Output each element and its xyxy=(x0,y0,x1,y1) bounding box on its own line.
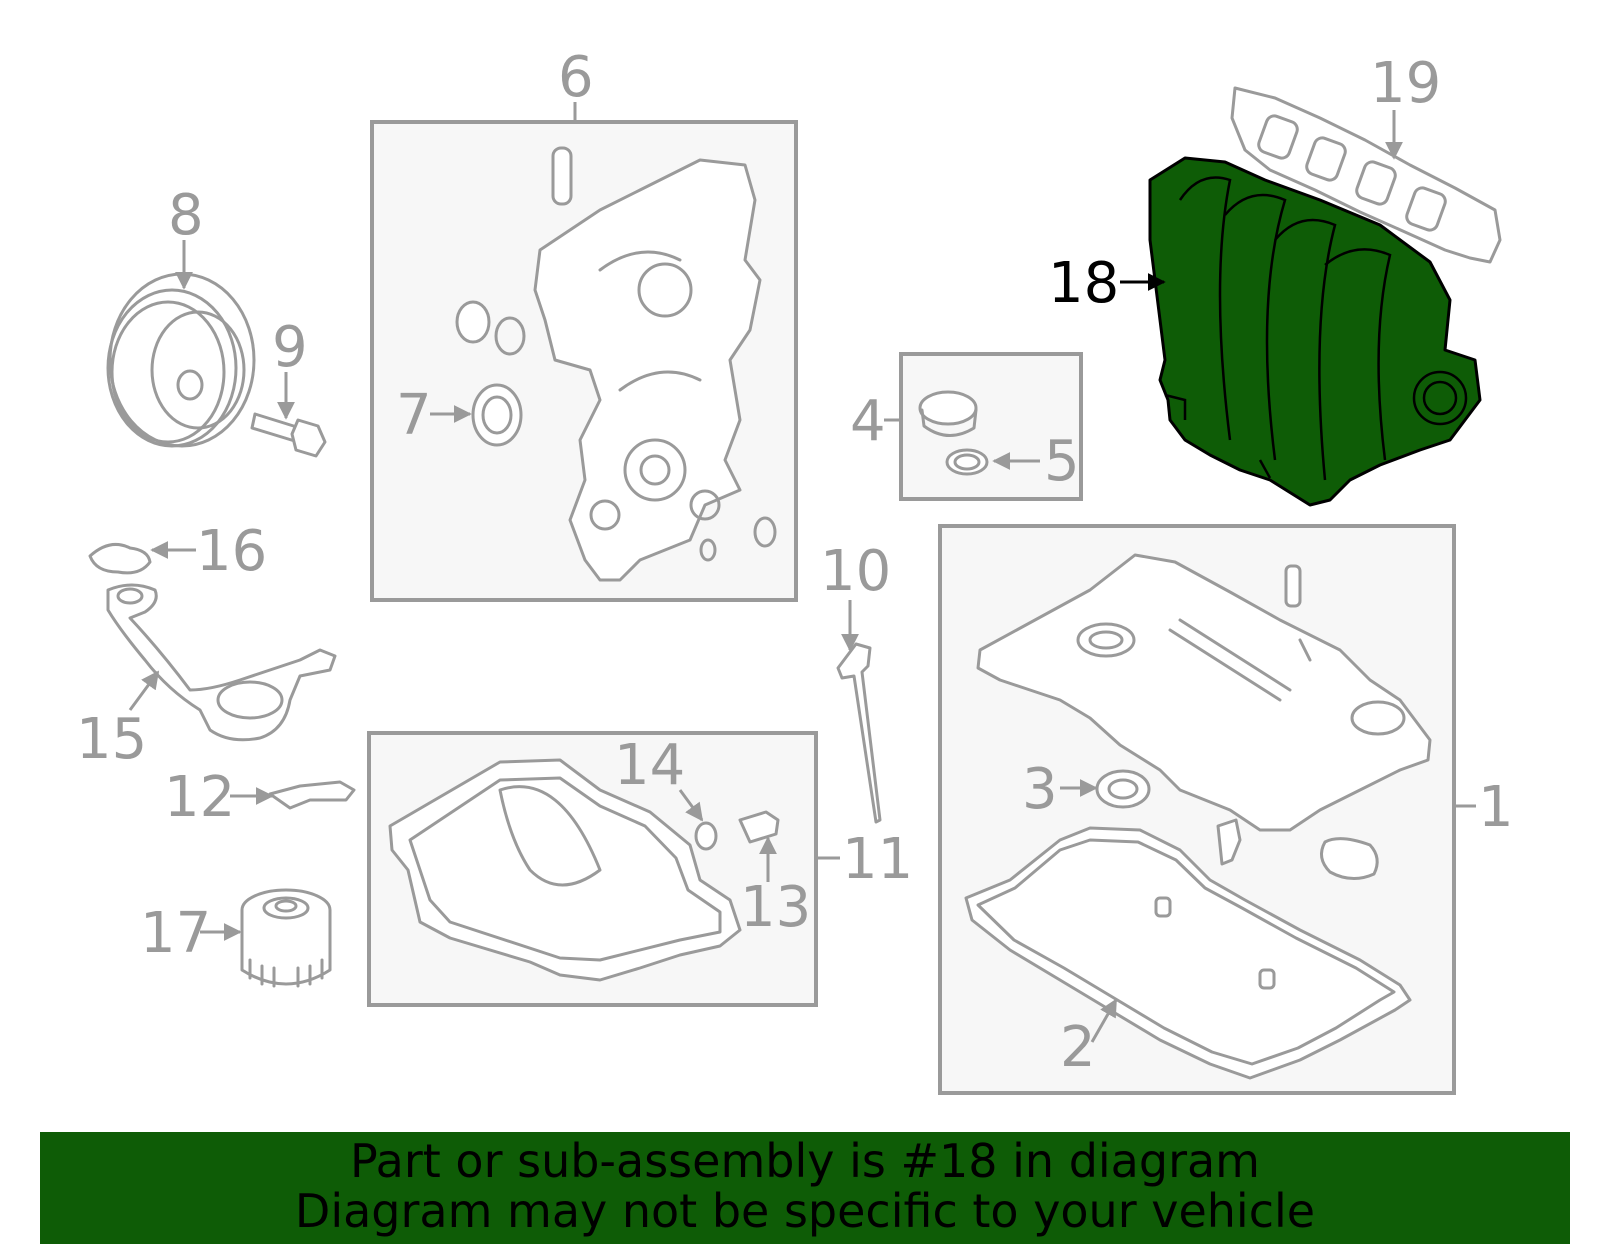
callout-16: 16 xyxy=(196,519,267,584)
banner-line-1: Part or sub-assembly is #18 in diagram xyxy=(350,1134,1260,1188)
pickup-gasket[interactable] xyxy=(88,542,152,575)
oil-filler-cap[interactable] xyxy=(918,390,978,437)
callout-18: 18 xyxy=(1048,251,1119,316)
oil-cap-gasket[interactable] xyxy=(945,448,989,476)
callout-9: 9 xyxy=(272,315,308,380)
callout-12: 12 xyxy=(164,765,235,830)
callout-15: 15 xyxy=(76,707,147,772)
callout-19: 19 xyxy=(1370,51,1441,116)
callout-4: 4 xyxy=(850,389,886,454)
callout-8: 8 xyxy=(168,183,204,248)
banner-line-2: Diagram may not be specific to your vehi… xyxy=(294,1184,1316,1238)
valve-cover-small-gasket[interactable] xyxy=(1319,837,1379,880)
oil-pump-pickup[interactable] xyxy=(106,583,337,742)
intake-manifold-gasket[interactable] xyxy=(1230,86,1502,264)
callout-11: 11 xyxy=(842,827,913,892)
drain-plug[interactable] xyxy=(738,810,780,844)
oil-pan[interactable] xyxy=(388,758,742,982)
callout-10: 10 xyxy=(820,539,891,604)
callout-7: 7 xyxy=(396,383,432,448)
callout-14: 14 xyxy=(614,733,685,798)
oil-level-sensor[interactable] xyxy=(268,780,356,810)
intake-manifold[interactable] xyxy=(1148,156,1482,507)
valve-cover[interactable] xyxy=(976,553,1432,832)
part-notice-banner: Part or sub-assembly is #18 in diagram D… xyxy=(40,1132,1570,1244)
drain-plug-gasket[interactable] xyxy=(694,821,718,851)
oil-filter[interactable] xyxy=(240,888,332,988)
crank-pulley[interactable] xyxy=(106,272,256,448)
pulley-bolt[interactable] xyxy=(250,412,327,458)
callout-2: 2 xyxy=(1060,1015,1096,1080)
callout-13: 13 xyxy=(740,875,811,940)
callout-3: 3 xyxy=(1022,757,1058,822)
timing-cover[interactable] xyxy=(533,146,777,582)
timing-cover-seal[interactable] xyxy=(455,300,526,356)
valve-cover-sensor[interactable] xyxy=(1216,818,1242,866)
callout-1: 1 xyxy=(1478,775,1514,840)
callout-6: 6 xyxy=(558,45,594,110)
valve-cover-gasket[interactable] xyxy=(964,826,1412,1080)
callout-17: 17 xyxy=(140,901,211,966)
valve-cover-plug-seal[interactable] xyxy=(1095,769,1151,809)
oil-cap-box xyxy=(899,352,1083,501)
front-crank-seal[interactable] xyxy=(471,383,523,447)
callout-5: 5 xyxy=(1044,429,1080,494)
oil-dipstick[interactable] xyxy=(836,642,882,824)
